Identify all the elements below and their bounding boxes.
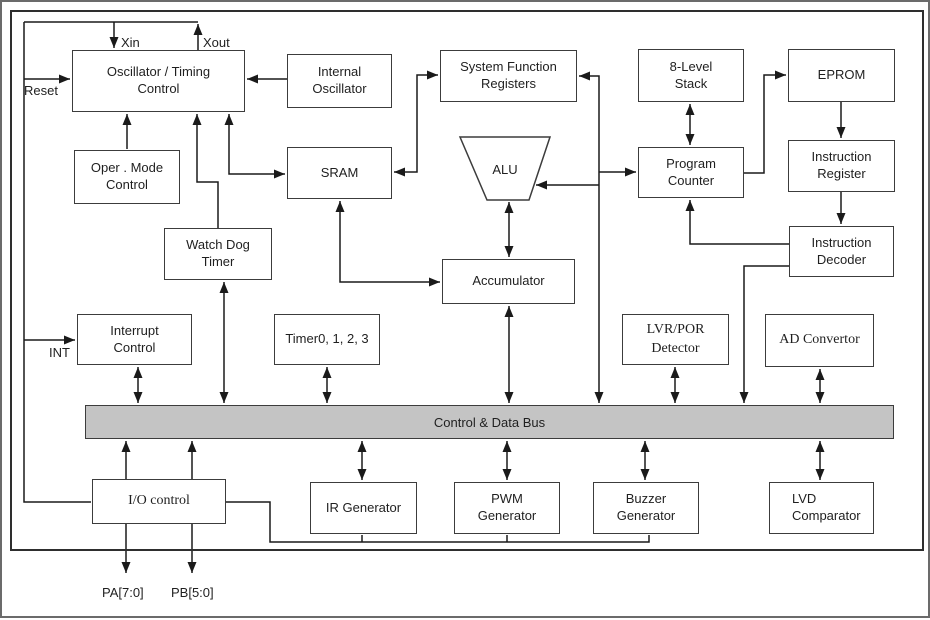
block-program-counter: Program Counter [638, 147, 744, 198]
line-left-spine [23, 22, 91, 503]
block-oscillator-timing-control: Oscillator / Timing Control [72, 50, 245, 112]
arrow-sram-sfr [394, 70, 438, 177]
arrow-oscillator-sram [224, 114, 285, 179]
pin-label-int: INT [49, 345, 70, 360]
pin-label-pb: PB[5:0] [171, 585, 214, 600]
block-sram: SRAM [287, 147, 392, 199]
arrow-sram-accumulator [335, 201, 440, 287]
block-alu-label: ALU [492, 162, 517, 177]
block-system-function-registers: System Function Registers [440, 50, 577, 102]
block-interrupt-control: Interrupt Control [77, 314, 192, 365]
arrow-decoder-pc [685, 200, 789, 245]
block-oper-mode-control: Oper . Mode Control [74, 150, 180, 204]
block-timer0123: Timer0, 1, 2, 3 [274, 314, 380, 365]
block-alu-shape [458, 136, 552, 201]
block-8-level-stack: 8-Level Stack [638, 49, 744, 102]
block-ad-convertor: AD Convertor [765, 314, 874, 367]
arrow-pc-eprom [744, 70, 786, 174]
block-instruction-register: Instruction Register [788, 140, 895, 192]
diagram-outer-frame [10, 10, 924, 551]
pin-label-xin: Xin [121, 35, 140, 50]
block-pwm-generator: PWM Generator [454, 482, 560, 534]
control-data-bus: Control & Data Bus [85, 405, 894, 439]
block-internal-oscillator: Internal Oscillator [287, 54, 392, 108]
line-io-peripheral-chain [226, 501, 650, 543]
pin-label-pa: PA[7:0] [102, 585, 144, 600]
pin-label-reset: Reset [24, 83, 58, 98]
block-lvd-comparator: LVD Comparator [769, 482, 874, 534]
block-eprom: EPROM [788, 49, 895, 102]
block-watch-dog-timer: Watch Dog Timer [164, 228, 272, 280]
arrow-sfr-bus-node [579, 71, 604, 403]
arrow-wdt-oscillator [192, 114, 219, 228]
arrow-decoder-bus [739, 265, 789, 403]
pin-label-xout: Xout [203, 35, 230, 50]
block-lvr-por-detector: LVR/POR Detector [622, 314, 729, 365]
block-buzzer-generator: Buzzer Generator [593, 482, 699, 534]
block-ir-generator: IR Generator [310, 482, 417, 534]
block-io-control: I/O control [92, 479, 226, 524]
block-accumulator: Accumulator [442, 259, 575, 304]
block-instruction-decoder: Instruction Decoder [789, 226, 894, 277]
